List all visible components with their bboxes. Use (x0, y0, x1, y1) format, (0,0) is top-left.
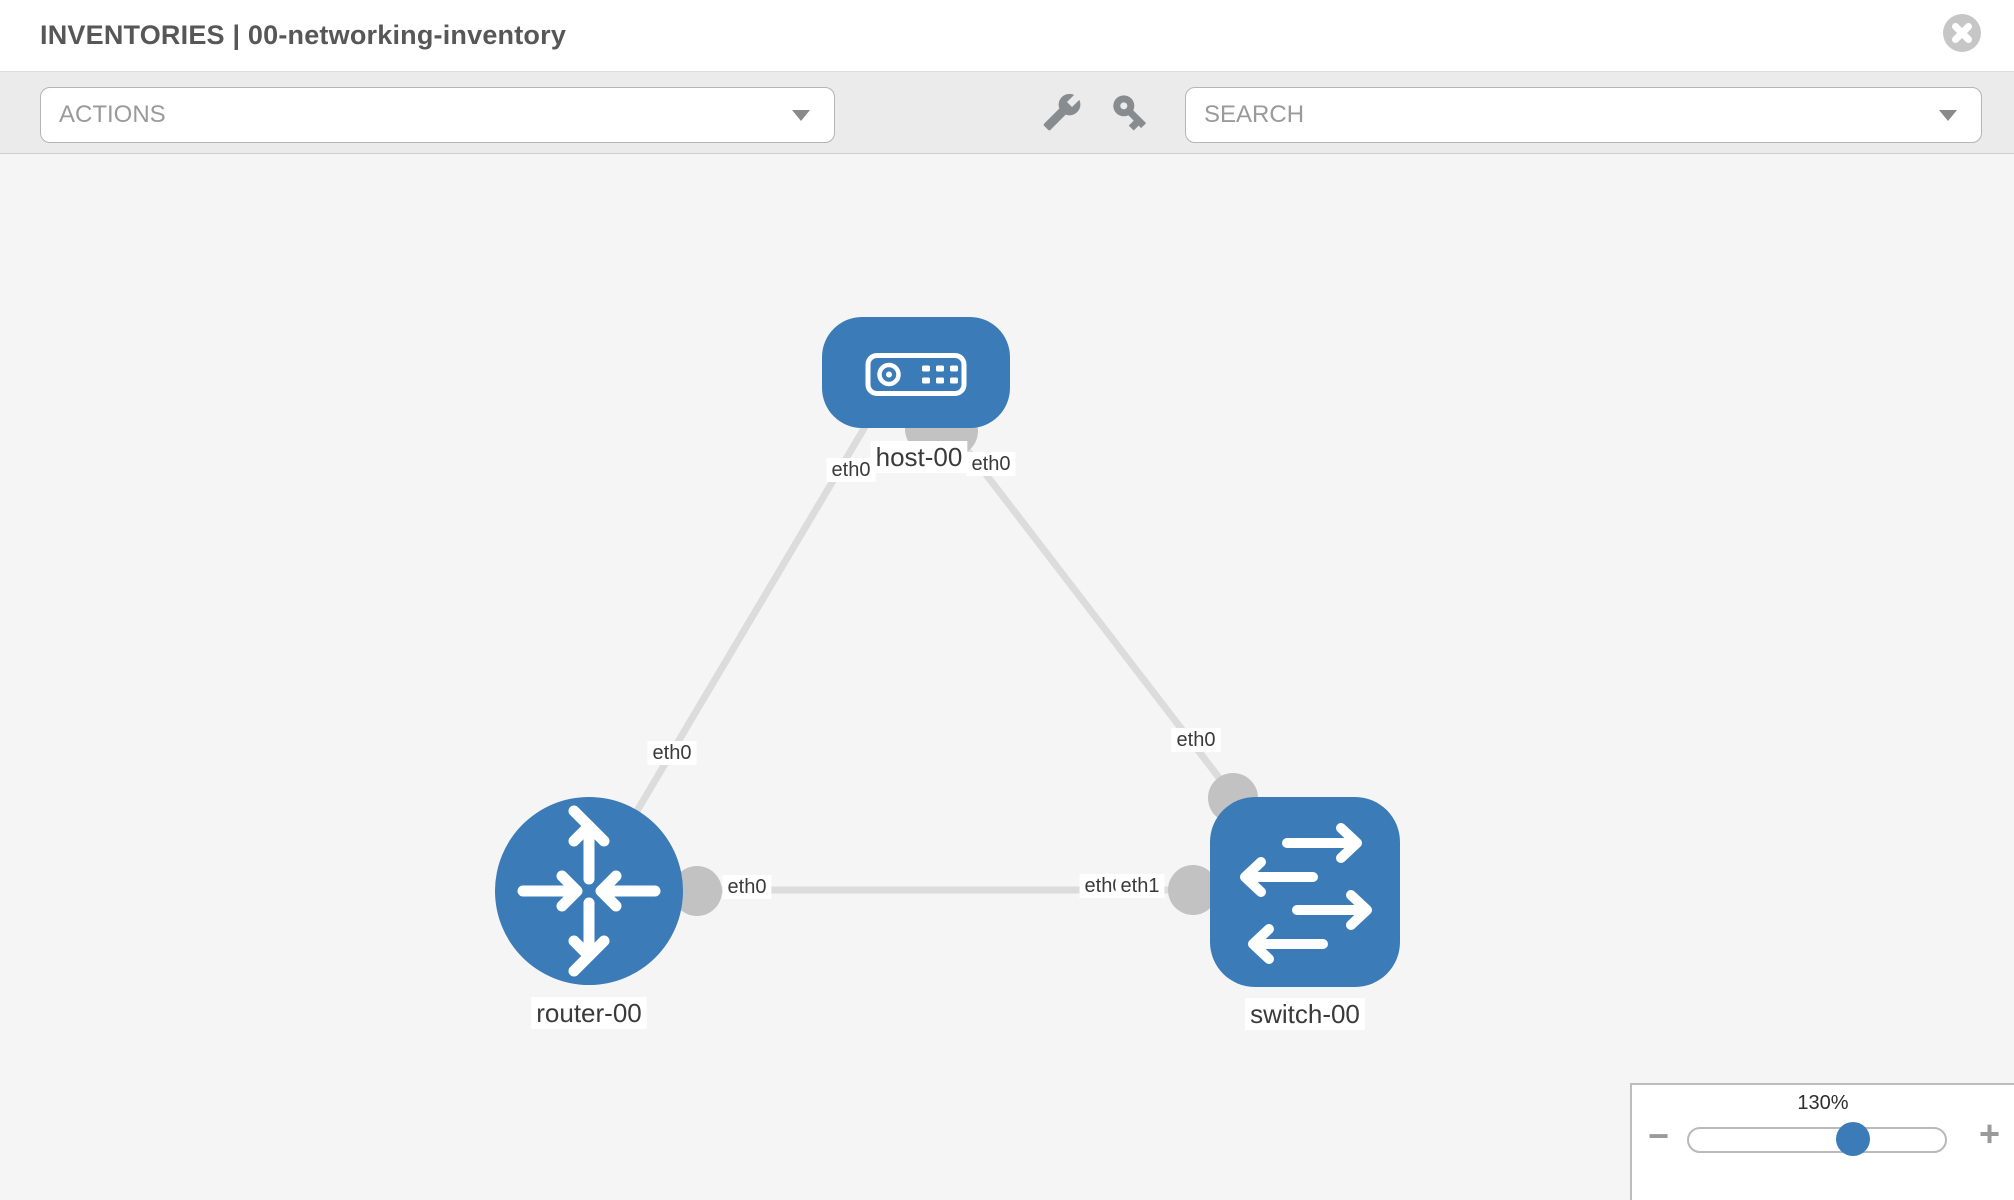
switch-icon (1240, 823, 1372, 964)
node-host-00[interactable] (822, 317, 1010, 428)
node-label-router-00: router-00 (531, 997, 647, 1029)
zoom-slider[interactable] (1687, 1122, 1947, 1156)
page-title: INVENTORIES | 00-networking-inventory (40, 20, 567, 50)
zoom-out-button[interactable]: − (1648, 1115, 1670, 1156)
header-bar: INVENTORIES | 00-networking-inventory (0, 0, 2014, 72)
port-label: eth0 (826, 458, 876, 482)
node-label-host-00: host-00 (870, 441, 968, 473)
zoom-in-button[interactable]: + (1978, 1113, 2000, 1154)
port-label: eth0 (722, 875, 772, 899)
svg-text:eth0: eth0 (653, 742, 692, 764)
node-switch-00[interactable] (1210, 797, 1400, 987)
port-label: eth0 (647, 741, 697, 765)
router-icon (517, 805, 661, 977)
interface-dot (1168, 865, 1218, 915)
zoom-level: 130% (1797, 1092, 1849, 1114)
chevron-down-icon (1939, 110, 1957, 121)
node-label-switch-00: switch-00 (1245, 998, 1365, 1030)
port-label: eth0 (1171, 728, 1221, 752)
key-icon (1109, 95, 1151, 136)
port-label: eth0 (966, 452, 1016, 476)
zoom-panel: 130% − + (1630, 1083, 2014, 1200)
key-button[interactable] (1108, 91, 1152, 135)
svg-text:host-00: host-00 (876, 442, 963, 472)
toolbar: ACTIONS SEARCH (0, 72, 2014, 154)
zoom-slider-thumb[interactable] (1836, 1122, 1870, 1156)
port-label: eth1 (1115, 874, 1165, 898)
wrench-button[interactable] (1040, 91, 1084, 135)
search-dropdown[interactable]: SEARCH (1185, 87, 1982, 143)
svg-text:eth1: eth1 (1121, 875, 1160, 897)
actions-dropdown-label: ACTIONS (59, 101, 166, 128)
search-dropdown-label: SEARCH (1204, 101, 1305, 128)
svg-text:eth0: eth0 (832, 459, 871, 481)
interface-dot (672, 866, 722, 916)
svg-text:eth0: eth0 (972, 453, 1011, 475)
host-icon (865, 353, 967, 396)
svg-text:eth0: eth0 (1177, 729, 1216, 751)
actions-dropdown[interactable]: ACTIONS (40, 87, 835, 143)
svg-text:router-00: router-00 (536, 998, 642, 1028)
chevron-down-icon (792, 110, 810, 121)
wrench-icon (1042, 93, 1082, 135)
node-router-00[interactable] (495, 797, 683, 985)
svg-text:eth0: eth0 (1085, 875, 1124, 897)
svg-text:eth0: eth0 (728, 876, 767, 898)
close-button[interactable] (1943, 14, 1981, 52)
svg-text:switch-00: switch-00 (1250, 999, 1360, 1029)
close-icon (1943, 14, 1981, 55)
